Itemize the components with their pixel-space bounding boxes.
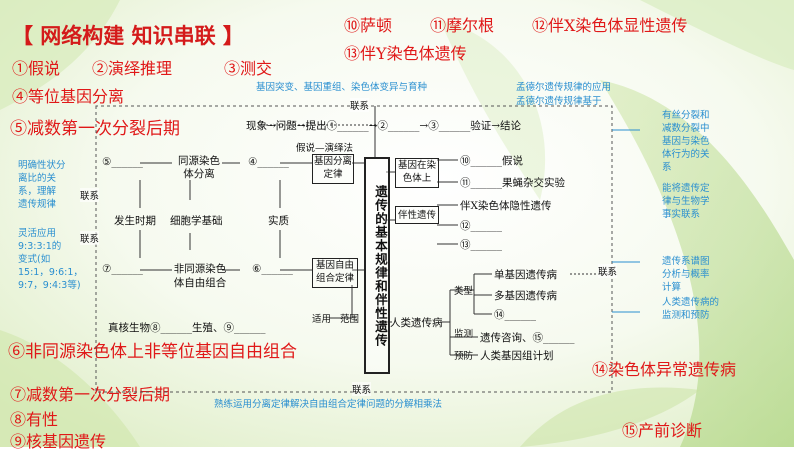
note-left-1-line: 系，理解	[18, 186, 57, 197]
answer-2: ②演绎推理	[92, 59, 173, 78]
note-left-2-line: 变式(如	[18, 254, 51, 265]
node-11: ⑪______果蝇杂交实验	[460, 177, 565, 189]
note-right-4-line: 律与生物学	[662, 196, 710, 207]
prevent-label: 预防	[454, 351, 474, 362]
human-genome-project: 人类基因组计划	[480, 350, 554, 362]
monitor-label: 监测	[454, 329, 474, 340]
answer-1: ①假说	[12, 59, 61, 78]
note-right-2: 遗传系谱图 分析与概率 计算	[662, 255, 710, 294]
free-combination-label: 基因自由组合定律	[315, 260, 354, 284]
answer-5: ⑤减数第一次分裂后期	[10, 119, 180, 139]
note-left-2-line: 9:3:3:1的	[18, 241, 62, 252]
lianxi-left-1: 联系	[80, 188, 100, 202]
lianxi-bottom: 联系	[352, 382, 372, 396]
type-label: 类型	[454, 286, 474, 297]
note-right-1-line: 体行为的关	[662, 149, 710, 160]
gene-on-chromosome-box: 基因在染色体上	[395, 158, 439, 188]
note-top-right-2: 孟德尔遗传规律基于	[516, 96, 602, 107]
answer-4: ④等位基因分离	[12, 87, 125, 106]
gene-on-chromosome-label: 基因在染色体上	[397, 160, 436, 184]
note-left-2-line: 灵活应用	[18, 228, 57, 239]
x-recessive: 伴X染色体隐性遗传	[460, 200, 552, 212]
method-chain: 现象→问题→提出①______→②______→③______验证→结论	[246, 120, 521, 132]
note-left-2-line: 15:1，9:6:1，	[18, 267, 83, 278]
separation-law-label: 基因分离定律	[313, 156, 352, 180]
free-combination-box: 基因自由组合定律	[312, 258, 358, 288]
answer-8: ⑧有性	[10, 410, 59, 429]
lianxi-top: 联系	[350, 98, 370, 112]
note-right-2-line: 计算	[662, 282, 682, 293]
genetic-counseling: 遗传咨询、⑮______	[480, 332, 575, 344]
note-left-1-line: 离比的关	[18, 173, 57, 184]
applicable-scope: 真核生物⑧______生殖、⑨______	[108, 322, 266, 334]
answer-10: ⑩萨顿	[344, 16, 393, 35]
human-genetic-disease: 人类遗传病	[390, 317, 443, 329]
note-bottom: 熟练运用分离定律解决自由组合定律问题的分解相乘法	[214, 399, 443, 410]
note-left-1-line: 遗传规律	[18, 199, 57, 210]
note-right-4-line: 事实联系	[662, 209, 701, 220]
node-7: ⑦______	[102, 263, 143, 275]
note-right-2-line: 遗传系谱图	[662, 256, 710, 267]
sex-linked-box: 伴性遗传	[395, 206, 439, 224]
note-right-1-line: 基因与染色	[662, 136, 710, 147]
cytology-basis: 细胞学基础	[170, 215, 223, 227]
answer-3: ③测交	[224, 59, 273, 78]
section-heading: 【 网络构建 知识串联 】	[12, 24, 244, 48]
hypothesis-deduction: 假说—演绎法	[296, 143, 354, 154]
note-right-2-line: 分析与概率	[662, 269, 710, 280]
node-14: ⑭______	[494, 309, 536, 321]
single-gene-disease: 单基因遗传病	[494, 269, 557, 281]
answer-15: ⑮产前诊断	[622, 421, 703, 440]
node-13: ⑬______	[460, 239, 502, 251]
answer-12: ⑫伴X染色体显性遗传	[532, 16, 688, 35]
node-10: ⑩______假说	[460, 155, 523, 167]
sex-linked-label: 伴性遗传	[397, 210, 436, 221]
note-right-1: 有丝分裂和 减数分裂中 基因与染色 体行为的关 系	[662, 109, 710, 174]
answer-13: ⑬伴Y染色体遗传	[344, 44, 467, 63]
node-12: ⑫______	[460, 220, 502, 232]
note-right-3-line: 人类遗传病的	[662, 297, 720, 308]
note-right-1-line: 有丝分裂和	[662, 110, 710, 121]
note-right-3-line: 监测和预防	[662, 310, 710, 321]
note-left-1-line: 明确性状分	[18, 160, 66, 171]
node-4: ④______	[248, 156, 289, 168]
note-left-2: 灵活应用 9:3:3:1的 变式(如 15:1，9:6:1， 9:7，9:4:3…	[18, 227, 83, 292]
note-right-1-line: 减数分裂中	[662, 123, 710, 134]
answer-6: ⑥非同源染色体上非等位基因自由组合	[8, 342, 297, 362]
apply-label: 适用	[312, 314, 332, 325]
note-top-right-1: 孟德尔遗传规律的应用	[516, 82, 612, 93]
node-5: ⑤______	[102, 156, 143, 168]
answer-11: ⑪摩尔根	[430, 16, 495, 35]
separation-law-box: 基因分离定律	[312, 154, 354, 184]
center-title: 遗传的基本规律和伴性遗传	[364, 157, 390, 374]
occurrence-period: 发生时期	[114, 215, 156, 227]
answer-7: ⑦减数第一次分裂后期	[10, 385, 171, 404]
range-label: 范围	[340, 314, 360, 325]
essence-label: 实质	[268, 215, 289, 227]
homologous-separation: 同源染色体分离	[178, 155, 220, 180]
note-left-1: 明确性状分 离比的关 系，理解 遗传规律	[18, 159, 66, 211]
note-top-left: 基因突变、基因重组、染色体变异与育种	[256, 82, 428, 93]
nonhomologous-free: 非同源染色体自由组合	[173, 263, 227, 289]
multi-gene-disease: 多基因遗传病	[494, 290, 557, 302]
lianxi-left-2: 联系	[80, 231, 100, 245]
lianxi-right: 联系	[598, 264, 618, 278]
node-6: ⑥______	[252, 263, 293, 275]
answer-14: ⑭染色体异常遗传病	[592, 360, 737, 379]
note-right-4-line: 能将遗传定	[662, 183, 710, 194]
note-right-3: 人类遗传病的 监测和预防	[662, 296, 719, 322]
answer-9: ⑨核基因遗传	[10, 432, 107, 451]
note-left-2-line: 9:7，9:4:3等)	[18, 280, 81, 291]
note-right-1-line: 系	[662, 162, 672, 173]
note-right-4: 能将遗传定 律与生物学 事实联系	[662, 182, 710, 221]
